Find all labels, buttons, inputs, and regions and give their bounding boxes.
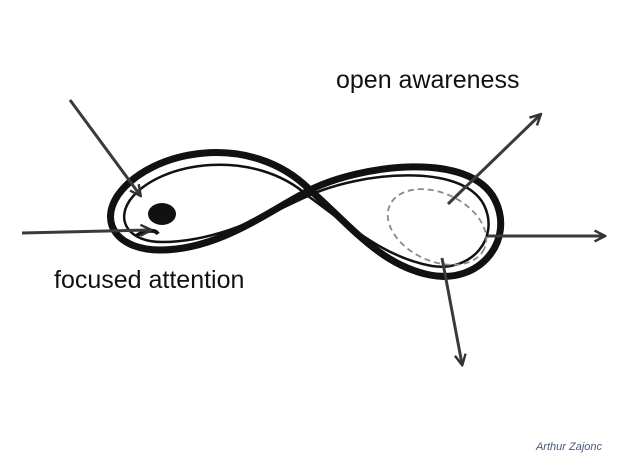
arrow-out-down <box>440 257 462 364</box>
arrow-out-up-right <box>446 115 540 206</box>
open-awareness-label: open awareness <box>336 66 520 94</box>
infinity-loop-outer <box>107 149 505 280</box>
arrow-in-diagonal <box>68 99 140 195</box>
focused-attention-label: focused attention <box>54 266 245 294</box>
focus-dot <box>148 203 176 225</box>
arrow-in-horizontal <box>21 230 150 233</box>
author-credit: Arthur Zajonc <box>535 441 602 453</box>
open-awareness-region <box>386 188 488 266</box>
